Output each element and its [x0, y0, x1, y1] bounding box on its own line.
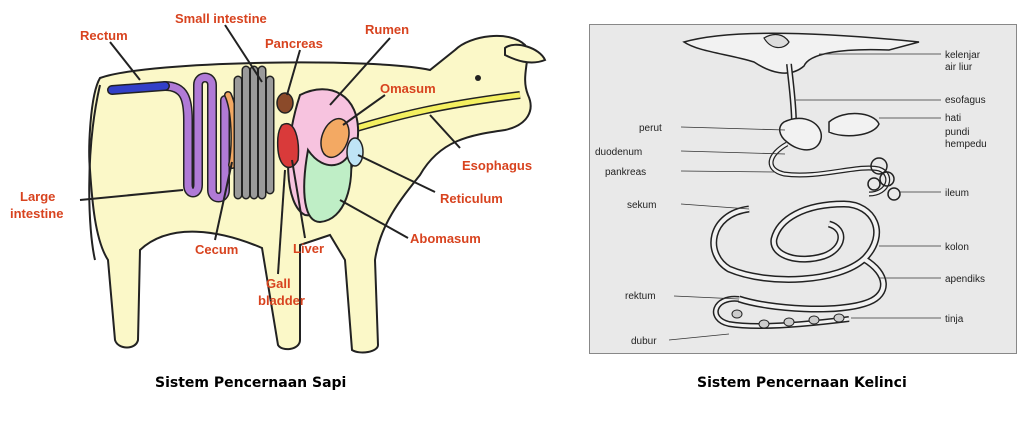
label-omasum: Omasum: [380, 81, 436, 96]
salivary-gland: [763, 33, 790, 49]
omasum: [320, 117, 350, 159]
label-pancreas: Pancreas: [265, 36, 323, 51]
label-small-intestine: Small intestine: [175, 11, 267, 26]
label-pundi-line1: pundi: [945, 127, 969, 138]
pancreas: [276, 92, 294, 114]
cow-digestive-diagram: Rectum Small intestine Pancreas Rumen Om…: [10, 11, 547, 354]
liver: [276, 122, 300, 169]
rabbit-head: [682, 32, 920, 74]
label-perut: perut: [639, 123, 662, 134]
label-rektum: rektum: [625, 291, 656, 302]
rabbit-feces-pellets: [731, 309, 845, 329]
large-intestine-fill: [161, 74, 229, 201]
cow-leader-lines: [79, 24, 461, 275]
label-kelenjar-line2: air liur: [945, 62, 973, 73]
label-pankreas: pankreas: [605, 167, 646, 178]
label-sekum: sekum: [627, 200, 656, 211]
rabbit-caption: Sistem Pencernaan Kelinci: [697, 375, 907, 391]
rabbit-diagram-background: [589, 24, 1017, 354]
cow-tail: [88, 84, 101, 261]
reticulum: [346, 137, 364, 167]
label-reticulum: Reticulum: [440, 191, 503, 206]
label-gall-bladder-line1: Gall: [266, 276, 291, 291]
cow-ear: [504, 43, 547, 64]
label-duodenum: duodenum: [595, 147, 642, 158]
label-dubur: dubur: [631, 336, 657, 347]
label-kolon: kolon: [945, 242, 969, 253]
label-apendiks: apendiks: [945, 274, 985, 285]
label-large-intestine-line1: Large: [20, 189, 55, 204]
cow-eye: [475, 75, 481, 81]
label-tinja: tinja: [945, 314, 964, 325]
label-esophagus: Esophagus: [462, 158, 532, 173]
label-ileum: ileum: [945, 188, 969, 199]
label-rumen: Rumen: [365, 22, 409, 37]
label-kelenjar-line1: kelenjar: [945, 50, 981, 61]
esophagus-fill: [349, 92, 521, 133]
label-pundi-line2: hempedu: [945, 139, 987, 150]
cow-caption: Sistem Pencernaan Sapi: [155, 375, 347, 391]
rabbit-stomach: [779, 117, 822, 151]
label-liver: Liver: [293, 241, 324, 256]
label-abomasum: Abomasum: [410, 231, 481, 246]
label-gall-bladder-line2: bladder: [258, 293, 305, 308]
label-cecum: Cecum: [195, 242, 238, 257]
rabbit-digestive-diagram: kelenjar air liur esofagus hati pundi he…: [589, 24, 1017, 354]
rabbit-liver: [828, 112, 880, 137]
rectum-fill: [108, 82, 169, 94]
rabbit-ileum: [867, 157, 901, 201]
small-intestine: [233, 65, 275, 200]
label-esofagus: esofagus: [945, 95, 986, 106]
label-large-intestine-line2: intestine: [10, 206, 63, 221]
label-hati: hati: [945, 113, 961, 124]
rabbit-leader-lines: [668, 53, 941, 341]
label-rectum: Rectum: [80, 28, 128, 43]
